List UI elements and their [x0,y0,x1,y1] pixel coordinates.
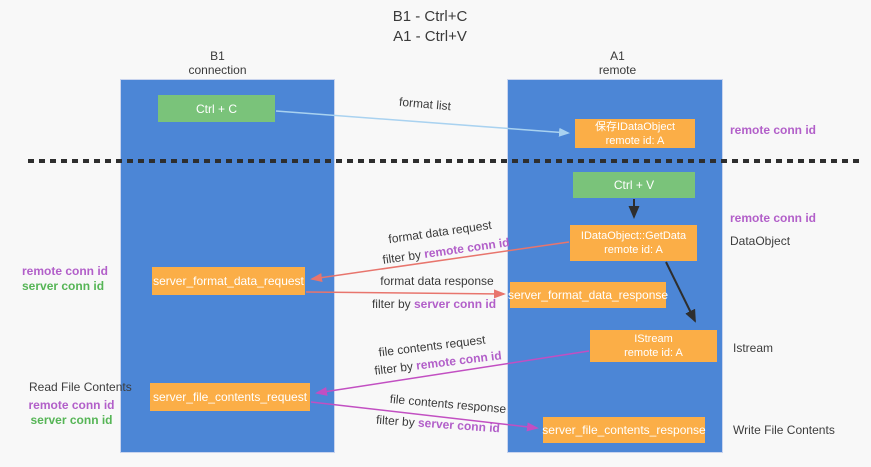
annotation-istream: Istream [733,341,774,355]
annotation-left-mid: remote conn id server conn id [22,264,109,294]
lane-a1-name: A1 [610,49,625,63]
session-divider-dashed-line [28,159,861,163]
node-server-format-data-request: server_format_data_request [152,267,305,295]
label-format-data-response-filter: filter by server conn id [372,297,496,311]
node-idataobject-getdata: IDataObject::GetData remote id: A [570,225,697,261]
node-server-file-contents-request-label: server_file_contents_request [152,390,308,404]
annotation-dataobject: DataObject [730,234,791,248]
lane-header-b1: B1 connection [160,49,275,77]
diagram-title-line1: B1 - Ctrl+C [392,8,468,25]
lane-b1-subtitle: connection [188,63,247,77]
node-istream-line1: IStream [634,333,673,345]
label-format-data-request-filter-prefix: filter by [381,247,426,267]
label-file-contents-response-filter: filter by server conn id [376,413,501,436]
node-ctrl-v-label: Ctrl + V [613,178,655,192]
diagram-title: B1 - Ctrl+C A1 - Ctrl+V [330,7,530,47]
annotation-left-mid-server-conn: server conn id [22,279,105,293]
node-idataobject-getdata-line2: remote id: A [604,244,663,256]
node-ctrl-v: Ctrl + V [573,172,695,198]
diagram-title-line2: A1 - Ctrl+V [393,28,467,45]
node-server-file-contents-response: server_file_contents_response [542,417,706,443]
node-idataobject-getdata-line1: IDataObject::GetData [580,230,687,242]
annotation-remote-conn-id-top: remote conn id [730,123,817,137]
label-format-data-response-filter-prefix: filter by [371,297,414,311]
node-server-format-data-response-label: server_format_data_response [507,288,669,302]
label-file-contents-response-filter-key: server conn id [417,415,501,436]
node-istream: IStream remote id: A [590,330,717,362]
label-format-data-response-filter-key: server conn id [413,297,497,311]
node-server-format-data-request-label: server_format_data_request [153,274,304,288]
node-ctrl-c-label: Ctrl + C [195,101,237,116]
node-server-file-contents-response-label: server_file_contents_response [542,423,706,437]
node-ctrl-c: Ctrl + C [158,95,275,122]
node-istream-line2: remote id: A [624,347,683,359]
arrow-format-data-response [305,289,506,299]
label-file-contents-response: file contents response [389,391,507,417]
annotation-remote-conn-id-mid: remote conn id [730,211,817,225]
label-file-contents-request-filter-prefix: filter by [373,358,418,378]
annotation-left-bottom-remote-conn: remote conn id [28,398,115,412]
annotation-left-bottom: remote conn id server conn id [24,398,119,428]
node-save-idataobject: 保存IDataObject remote id: A [575,119,695,148]
node-save-idataobject-line1: 保存IDataObject [594,120,676,133]
label-format-list: format list [398,94,452,114]
annotation-write-file-contents: Write File Contents [733,423,835,437]
label-format-data-response: format data response [380,274,494,288]
lane-b1-name: B1 [210,49,225,63]
annotation-left-mid-remote-conn: remote conn id [22,264,109,278]
annotation-left-bottom-server-conn: server conn id [30,413,113,427]
node-server-file-contents-request: server_file_contents_request [150,383,310,411]
node-save-idataobject-line2: remote id: A [605,134,665,147]
label-file-contents-response-filter-prefix: filter by [375,412,419,430]
lane-header-a1: A1 remote [560,49,675,77]
node-server-format-data-response: server_format_data_response [507,282,669,308]
annotation-read-file-contents: Read File Contents [29,380,132,394]
lane-a1-subtitle: remote [598,63,637,77]
